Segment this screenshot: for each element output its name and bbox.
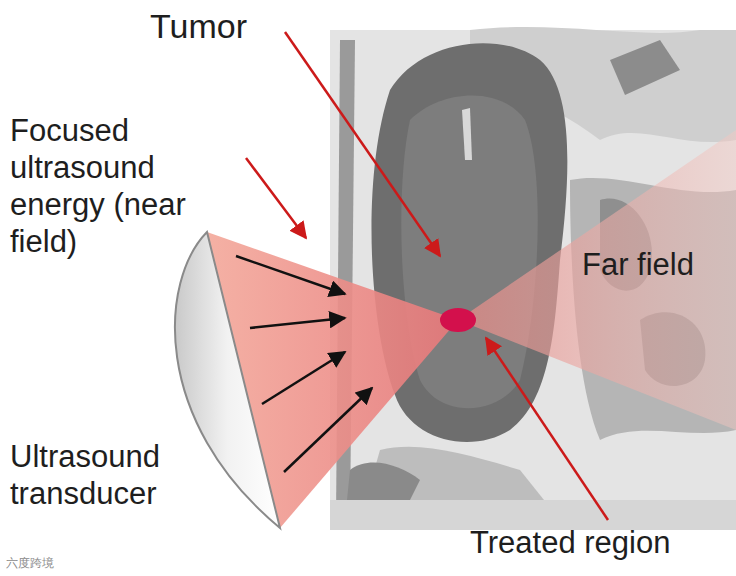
near-field-label: Focused ultrasound energy (near field) (10, 112, 200, 260)
far-field-cone (458, 130, 736, 430)
anatomy (330, 27, 736, 530)
energy-arrows (236, 256, 372, 472)
transducer-dish (175, 232, 280, 528)
tumor-label: Tumor (150, 6, 300, 47)
leader-arrows (246, 32, 608, 520)
treated-region-label: Treated region (470, 524, 732, 561)
focal-spot (440, 308, 476, 332)
far-field-label: Far field (582, 246, 732, 283)
watermark: 六度跨境 (6, 556, 126, 570)
transducer-label: Ultrasound transducer (10, 438, 180, 512)
